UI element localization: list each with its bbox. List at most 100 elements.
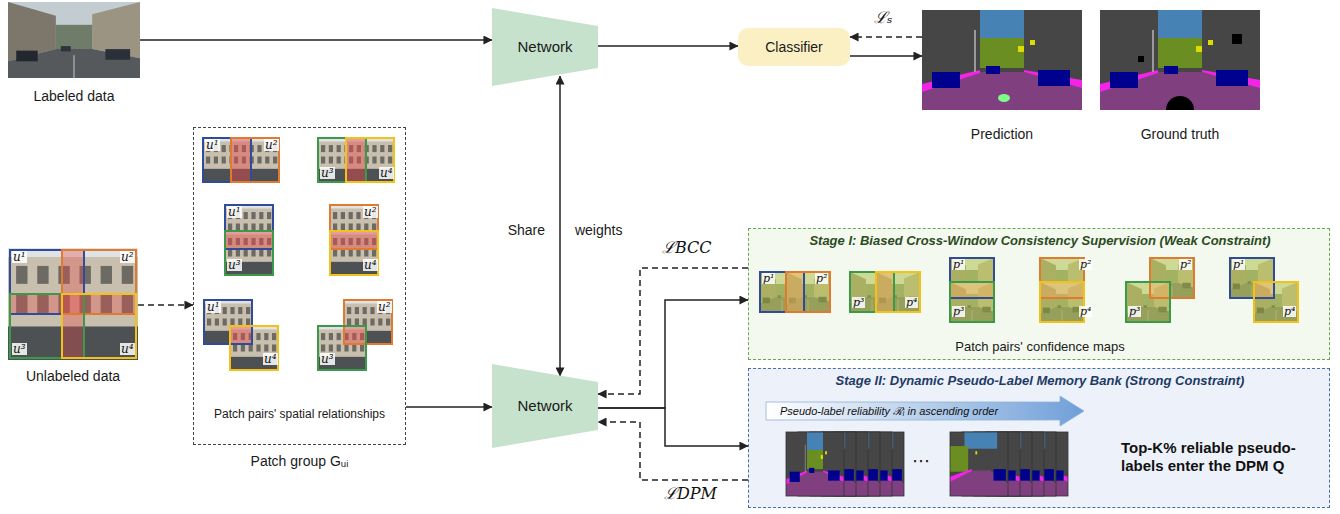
- graphic-part: [786, 272, 830, 312]
- network-trapezoid: [492, 8, 598, 86]
- patch-label: u³: [320, 167, 335, 179]
- connector: [598, 268, 748, 394]
- graphic-part: [748, 228, 1330, 360]
- graphic-part: [8, 2, 140, 78]
- graphic-part: [344, 300, 392, 344]
- graphic-part: [330, 205, 378, 249]
- graphic-part: [8, 248, 138, 360]
- stage-panel: Stage I: Biased Cross-Window Consistency…: [748, 228, 1330, 360]
- node-text: Ground truth: [1100, 126, 1260, 143]
- graphic-part: [318, 326, 366, 370]
- graphic-part: [786, 432, 844, 496]
- graphic-part: [1254, 282, 1298, 322]
- graphic-part: [231, 138, 279, 182]
- graphic-part: [1138, 56, 1144, 62]
- ellipsis: ⋯: [912, 452, 930, 470]
- graphic-part: [1100, 10, 1260, 110]
- graphic-part: [230, 326, 278, 370]
- connector: [406, 406, 492, 408]
- node-text: Patch group Gᵤᵢ: [183, 453, 416, 470]
- graphic-part: [876, 272, 894, 312]
- graphic-part: [231, 138, 279, 182]
- graphic-part: [225, 231, 273, 275]
- dashed-frame: [193, 127, 406, 445]
- connector: [850, 55, 922, 57]
- patch-label: u⁴: [379, 167, 394, 179]
- loss-label: ℒDPM: [662, 484, 719, 503]
- graphic-part: [786, 432, 844, 496]
- graphic-part: [950, 282, 994, 298]
- graphic-part: [950, 258, 994, 298]
- graphic-part: [330, 231, 378, 275]
- patch-label: u²: [264, 139, 279, 151]
- network-block: Network: [492, 8, 598, 86]
- patch-label: p²: [1079, 259, 1092, 270]
- patch-label: u⁴: [120, 343, 135, 355]
- connector: [598, 408, 748, 446]
- patch-label: p¹: [952, 259, 965, 270]
- graphic-part: [62, 250, 136, 314]
- graphic-part: [760, 272, 804, 312]
- graphic-part: [231, 138, 251, 182]
- graphic-part: [1040, 282, 1084, 298]
- graphic-part: [1254, 282, 1274, 298]
- graphic-part: [346, 138, 366, 182]
- patch-label: u¹: [12, 251, 27, 263]
- connector: [598, 45, 738, 47]
- connector: [850, 36, 922, 38]
- patch-label: u²: [120, 251, 135, 263]
- node-text: Unlabeled data: [0, 368, 148, 385]
- patch-label: u³: [320, 353, 335, 365]
- graphic-part: [1230, 258, 1274, 298]
- graphic-part: [8, 2, 1330, 508]
- graphic-part: [330, 205, 378, 249]
- patch-label: p¹: [762, 273, 775, 284]
- patch-label: u⁴: [263, 353, 278, 365]
- graphic-part: [950, 258, 994, 298]
- patch-label: u³: [12, 343, 27, 355]
- graphic-part: [193, 127, 406, 445]
- node-text: Top-K% reliable pseudo-labels enter the …: [1121, 439, 1321, 475]
- graphic-part: [1040, 282, 1084, 322]
- image-panel: Labeled data: [8, 2, 140, 108]
- patch-label: p⁴: [1079, 306, 1092, 317]
- patch-label: p²: [815, 273, 828, 284]
- graphic-part: [950, 282, 994, 322]
- node-text: Prediction: [922, 126, 1082, 143]
- graphic-part: [1040, 258, 1084, 298]
- graphic-part: [346, 138, 394, 182]
- graphic-part: [876, 272, 920, 312]
- patch-label: p³: [852, 297, 865, 308]
- graphic-part: [950, 282, 994, 322]
- graphic-part: [998, 94, 1010, 102]
- network-block: Network: [492, 364, 598, 448]
- graphic-part: [204, 300, 252, 344]
- connector: [598, 300, 748, 408]
- node-text: Patch pairs' confidence maps: [749, 339, 1331, 355]
- connector: [598, 422, 748, 480]
- graphic-part: [225, 205, 273, 249]
- patch-label: p⁴: [905, 297, 918, 308]
- graphic-part: [10, 294, 136, 314]
- node-text: Stage I: Biased Cross-Window Consistency…: [749, 233, 1331, 249]
- patch-label: u²: [363, 206, 378, 218]
- connector: [138, 304, 193, 306]
- graphic-part: [1232, 34, 1242, 44]
- graphic-part: [225, 231, 273, 249]
- node-text: Labeled data: [0, 88, 150, 105]
- patch-label: u¹: [206, 301, 221, 313]
- graphic-part: [230, 326, 252, 344]
- graphic-part: [1254, 282, 1298, 322]
- graphic-part: [786, 272, 804, 312]
- stage-panel: Stage II: Dynamic Pseudo-Label Memory Ba…: [748, 368, 1330, 508]
- loss-label: ℒBCC: [660, 238, 714, 257]
- graphic-part: [203, 138, 251, 182]
- graphic-part: [62, 294, 136, 358]
- graphic-part: [950, 432, 1008, 496]
- graphic-part: [1040, 258, 1084, 298]
- graphic-part: [922, 10, 1082, 110]
- graphic-part: [1230, 258, 1274, 298]
- graphic-part: [1150, 282, 1170, 298]
- graphic-part: [850, 272, 894, 312]
- graphic-part: [786, 272, 830, 312]
